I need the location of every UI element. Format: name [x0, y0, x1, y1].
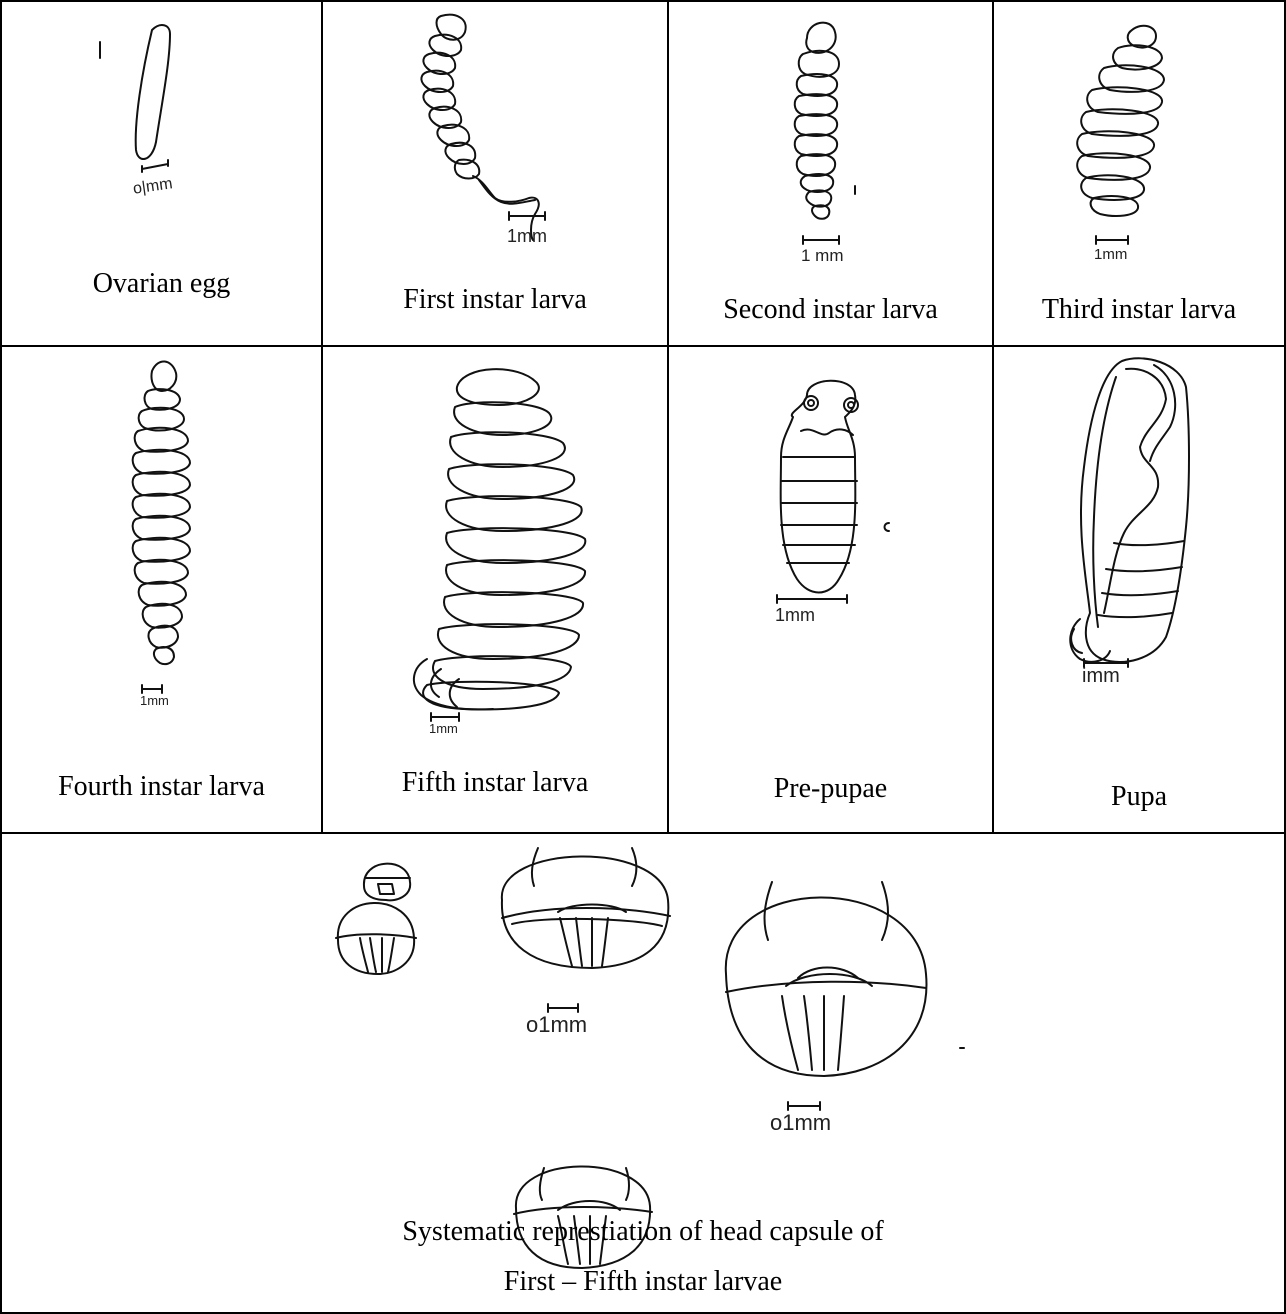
head-capsule-second-instar	[336, 903, 416, 974]
scale-label-a: o1mm	[526, 1012, 587, 1038]
stage-caption: Second instar larva	[669, 294, 992, 326]
cell-head-capsules: o1mm o1mm Systematic represtiation of he…	[2, 834, 1284, 1312]
fourth-instar-larva-drawing	[2, 347, 321, 832]
stage-caption: Fifth instar larva	[323, 767, 667, 799]
cell-third-instar: 1mm Third instar larva	[994, 2, 1284, 345]
scale-label: 1mm	[507, 226, 547, 247]
cell-pre-pupae: 1mm Pre-pupae	[669, 347, 992, 832]
stage-caption: Pupa	[994, 781, 1284, 813]
head-capsule-third-instar	[502, 848, 670, 968]
cell-fifth-instar: 1mm Fifth instar larva	[323, 347, 667, 832]
head-capsule-caption-line-2: First – Fifth instar larvae	[2, 1266, 1284, 1298]
cell-fourth-instar: 1mm Fourth instar larva	[2, 347, 321, 832]
cell-first-instar: 1mm First instar larva	[323, 2, 667, 345]
head-capsule-fifth-instar	[726, 882, 927, 1076]
scale-label: 1mm	[1094, 246, 1127, 263]
scale-label: 1mm	[429, 721, 458, 736]
head-capsule-first-instar	[364, 864, 410, 901]
scale-label-b: o1mm	[770, 1110, 831, 1136]
scale-label: imm	[1082, 665, 1120, 688]
stage-caption: Pre-pupae	[669, 773, 992, 805]
stage-caption: First instar larva	[323, 284, 667, 316]
stage-caption: Ovarian egg	[2, 268, 321, 300]
cell-ovarian-egg: o|mm Ovarian egg	[2, 2, 321, 345]
cell-pupa: imm Pupa	[994, 347, 1284, 832]
stage-caption: Third instar larva	[994, 294, 1284, 326]
scale-label: 1mm	[775, 605, 815, 626]
cell-second-instar: 1 mm Second instar larva	[669, 2, 992, 345]
scale-label: 1 mm	[801, 246, 844, 266]
head-capsule-caption-line-1: Systematic represtiation of head capsule…	[2, 1216, 1284, 1248]
pre-pupae-drawing	[669, 347, 992, 832]
scale-label: 1mm	[140, 693, 169, 708]
stage-caption: Fourth instar larva	[2, 771, 321, 803]
pupa-drawing	[994, 347, 1284, 832]
fifth-instar-larva-drawing	[323, 347, 667, 832]
